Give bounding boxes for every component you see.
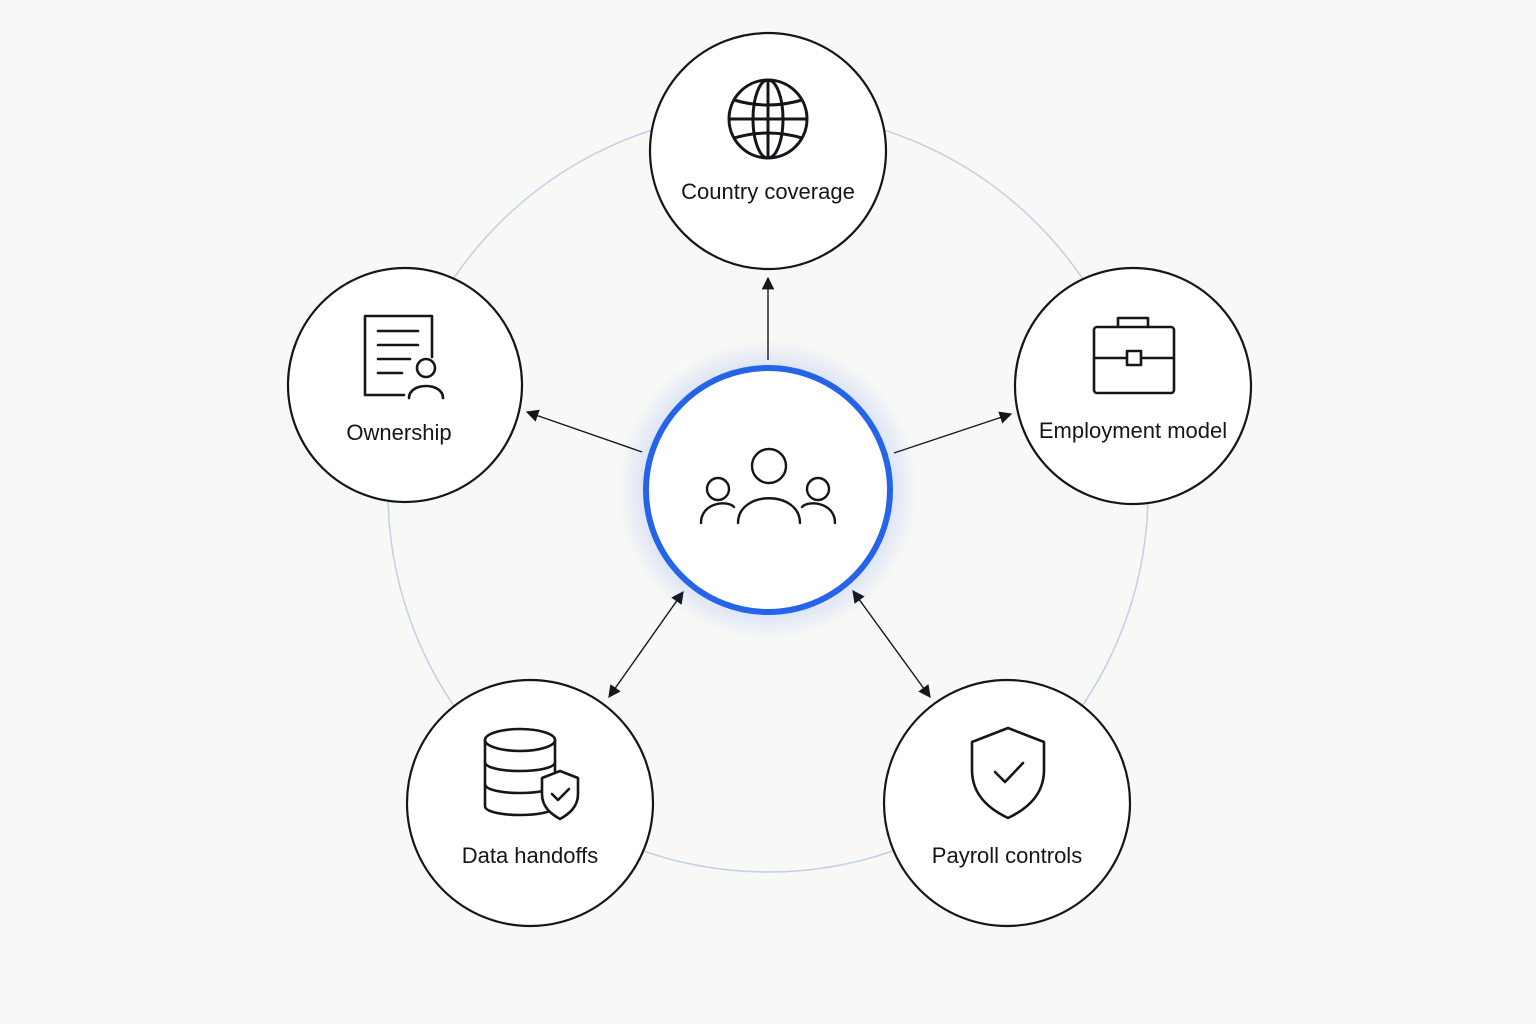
hub-node bbox=[618, 340, 918, 640]
database-shield-icon bbox=[483, 727, 580, 821]
node-label-employment-model: Employment model bbox=[1039, 418, 1227, 443]
node-ownership: Ownership bbox=[286, 266, 524, 504]
briefcase-icon bbox=[1092, 316, 1176, 395]
connector-data-handoffs bbox=[608, 590, 684, 699]
shield-check-icon bbox=[970, 726, 1046, 820]
document-person-icon bbox=[363, 314, 445, 400]
team-icon bbox=[699, 447, 837, 525]
node-payroll-controls: Payroll controls bbox=[882, 678, 1132, 928]
connectors bbox=[525, 276, 1013, 699]
node-label-ownership: Ownership bbox=[346, 420, 451, 445]
node-label-country-coverage: Country coverage bbox=[681, 179, 855, 204]
globe-icon bbox=[727, 78, 809, 160]
connector-payroll-controls bbox=[852, 589, 931, 699]
connector-ownership bbox=[525, 409, 643, 453]
node-country-coverage: Country coverage bbox=[648, 31, 888, 271]
connector-employment-model bbox=[893, 411, 1013, 454]
node-employment-model: Employment model bbox=[1013, 266, 1253, 506]
node-data-handoffs: Data handoffs bbox=[405, 678, 655, 928]
node-label-payroll-controls: Payroll controls bbox=[932, 843, 1082, 868]
node-label-data-handoffs: Data handoffs bbox=[462, 843, 599, 868]
